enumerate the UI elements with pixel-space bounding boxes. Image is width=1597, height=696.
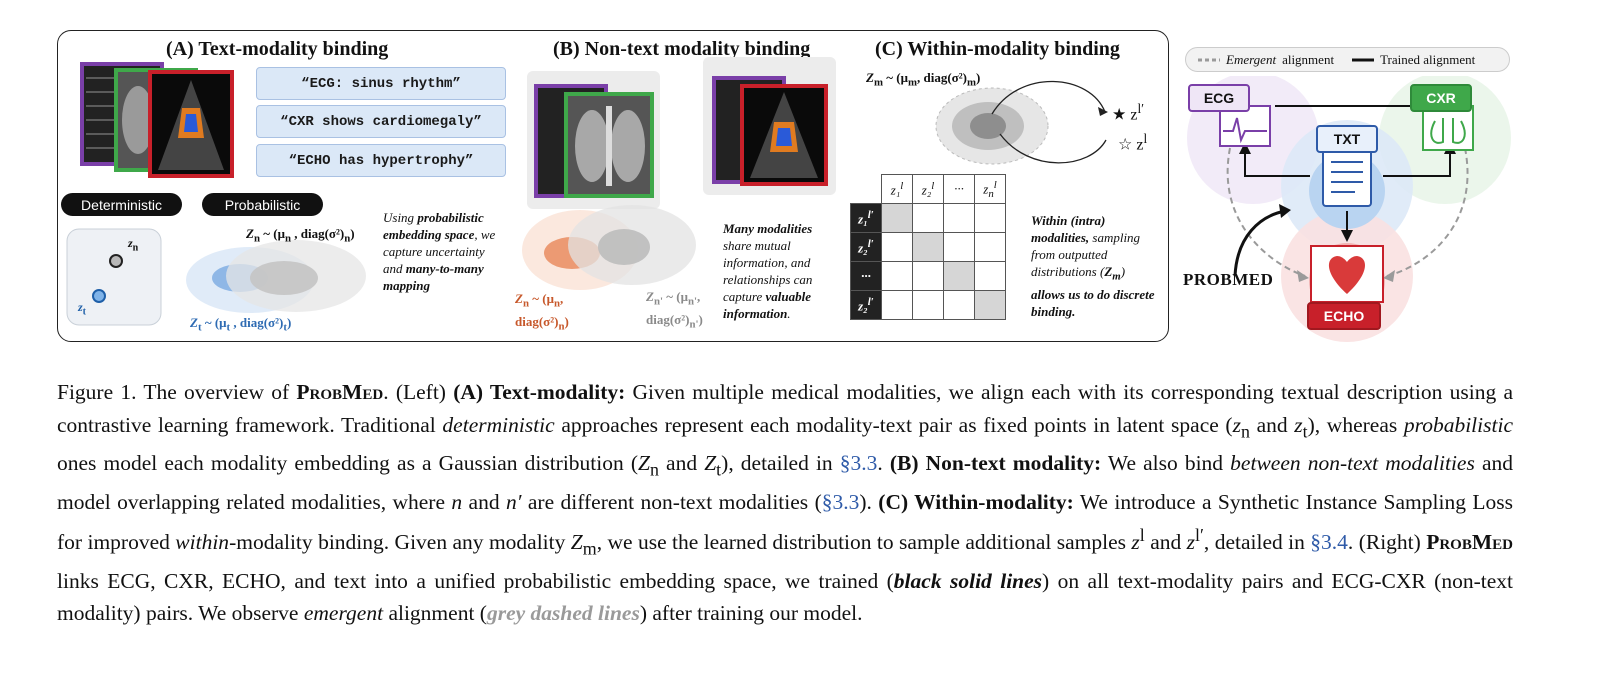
- legend-trained: Trained alignment: [1380, 51, 1476, 67]
- modality-image-stack-a: [80, 62, 234, 178]
- quote-echo: “ECHO has hypertrophy”: [256, 144, 506, 177]
- Zt-equation: Zt ~ (μt , diag(σ²)t): [190, 315, 292, 334]
- sample-open: ☆ zl: [1118, 131, 1148, 154]
- txt-node: TXT: [1316, 125, 1378, 153]
- zn-point-label: zn: [128, 236, 139, 254]
- Zn-equation-b: Zn ~ (μn,diag(σ²)n): [515, 291, 569, 333]
- solid-line-icon: [1352, 58, 1375, 61]
- Zn-equation: Zn ~ (μn , diag(σ²)n): [246, 226, 355, 245]
- grid-col-3: ···: [943, 174, 975, 204]
- probabilistic-pill: Probabilistic: [202, 193, 323, 216]
- ref-3-3-b[interactable]: §3.3: [821, 490, 860, 515]
- overlapping-distributions: [522, 205, 696, 290]
- alignment-legend: Emergent alignment Trained alignment: [1185, 47, 1510, 72]
- ecg-echo-image-stack: [703, 57, 836, 195]
- panel-b-note: Many modalities share mutual information…: [723, 221, 813, 321]
- legend-emergent: Emergent: [1226, 51, 1277, 67]
- probmed-label: PROBMED: [1183, 270, 1274, 289]
- sampling-grid: z₁l z₂l ··· znl z₁l′ z₂l′ ··· z₂l′: [850, 174, 1006, 320]
- grid-col-2: z₂l: [912, 174, 944, 204]
- Zm-equation: Zm ~ (μm, diag(σ²)m): [866, 70, 981, 89]
- zt-point-label: zt: [78, 300, 87, 318]
- probabilistic-ellipses: [186, 240, 366, 313]
- cxr-ecg-image-stack: [527, 71, 660, 209]
- panel-c-title: (C) Within-modality binding: [875, 38, 1120, 60]
- within-modality-distribution: [935, 80, 1108, 165]
- quote-ecg: “ECG: sinus rhythm”: [256, 67, 506, 100]
- grid-col-4: znl: [974, 174, 1006, 204]
- grid-row-1: z₁l′: [850, 203, 882, 233]
- panel-c-note: Within (intra) modalities, sampling from…: [1031, 213, 1155, 319]
- grid-row-2: z₂l′: [850, 232, 882, 262]
- panel-a-title: (A) Text-modality binding: [166, 38, 389, 60]
- deterministic-pill: Deterministic: [61, 193, 182, 216]
- ecg-node: ECG: [1188, 84, 1250, 112]
- Znprime-equation-b: Zn' ~ (μn',diag(σ²)n'): [646, 289, 703, 331]
- panel-a-note: Using probabilistic embedding space, we …: [383, 210, 496, 293]
- figure-1: (A) Text-modality binding “ECG: sinus rh…: [57, 30, 1511, 342]
- grid-row-3: ···: [850, 261, 882, 291]
- cxr-node: CXR: [1410, 84, 1472, 112]
- dashed-line-icon: [1198, 58, 1220, 61]
- ref-3-3-a[interactable]: §3.3: [839, 451, 878, 476]
- panel-b-title: (B) Non-text modality binding: [553, 38, 811, 60]
- echo-node: ECHO: [1307, 302, 1381, 330]
- figure-caption: Figure 1. The overview of ProbMed. (Left…: [57, 380, 1514, 626]
- grid-row-4: z₂l′: [850, 290, 882, 320]
- deterministic-space: [66, 228, 162, 326]
- grid-col-1: z₁l: [881, 174, 913, 204]
- ref-3-4[interactable]: §3.4: [1310, 529, 1348, 554]
- sample-filled: ★ zl′: [1112, 101, 1145, 124]
- quote-cxr: “CXR shows cardiomegaly”: [256, 105, 506, 138]
- legend-alignment: alignment: [1282, 51, 1335, 67]
